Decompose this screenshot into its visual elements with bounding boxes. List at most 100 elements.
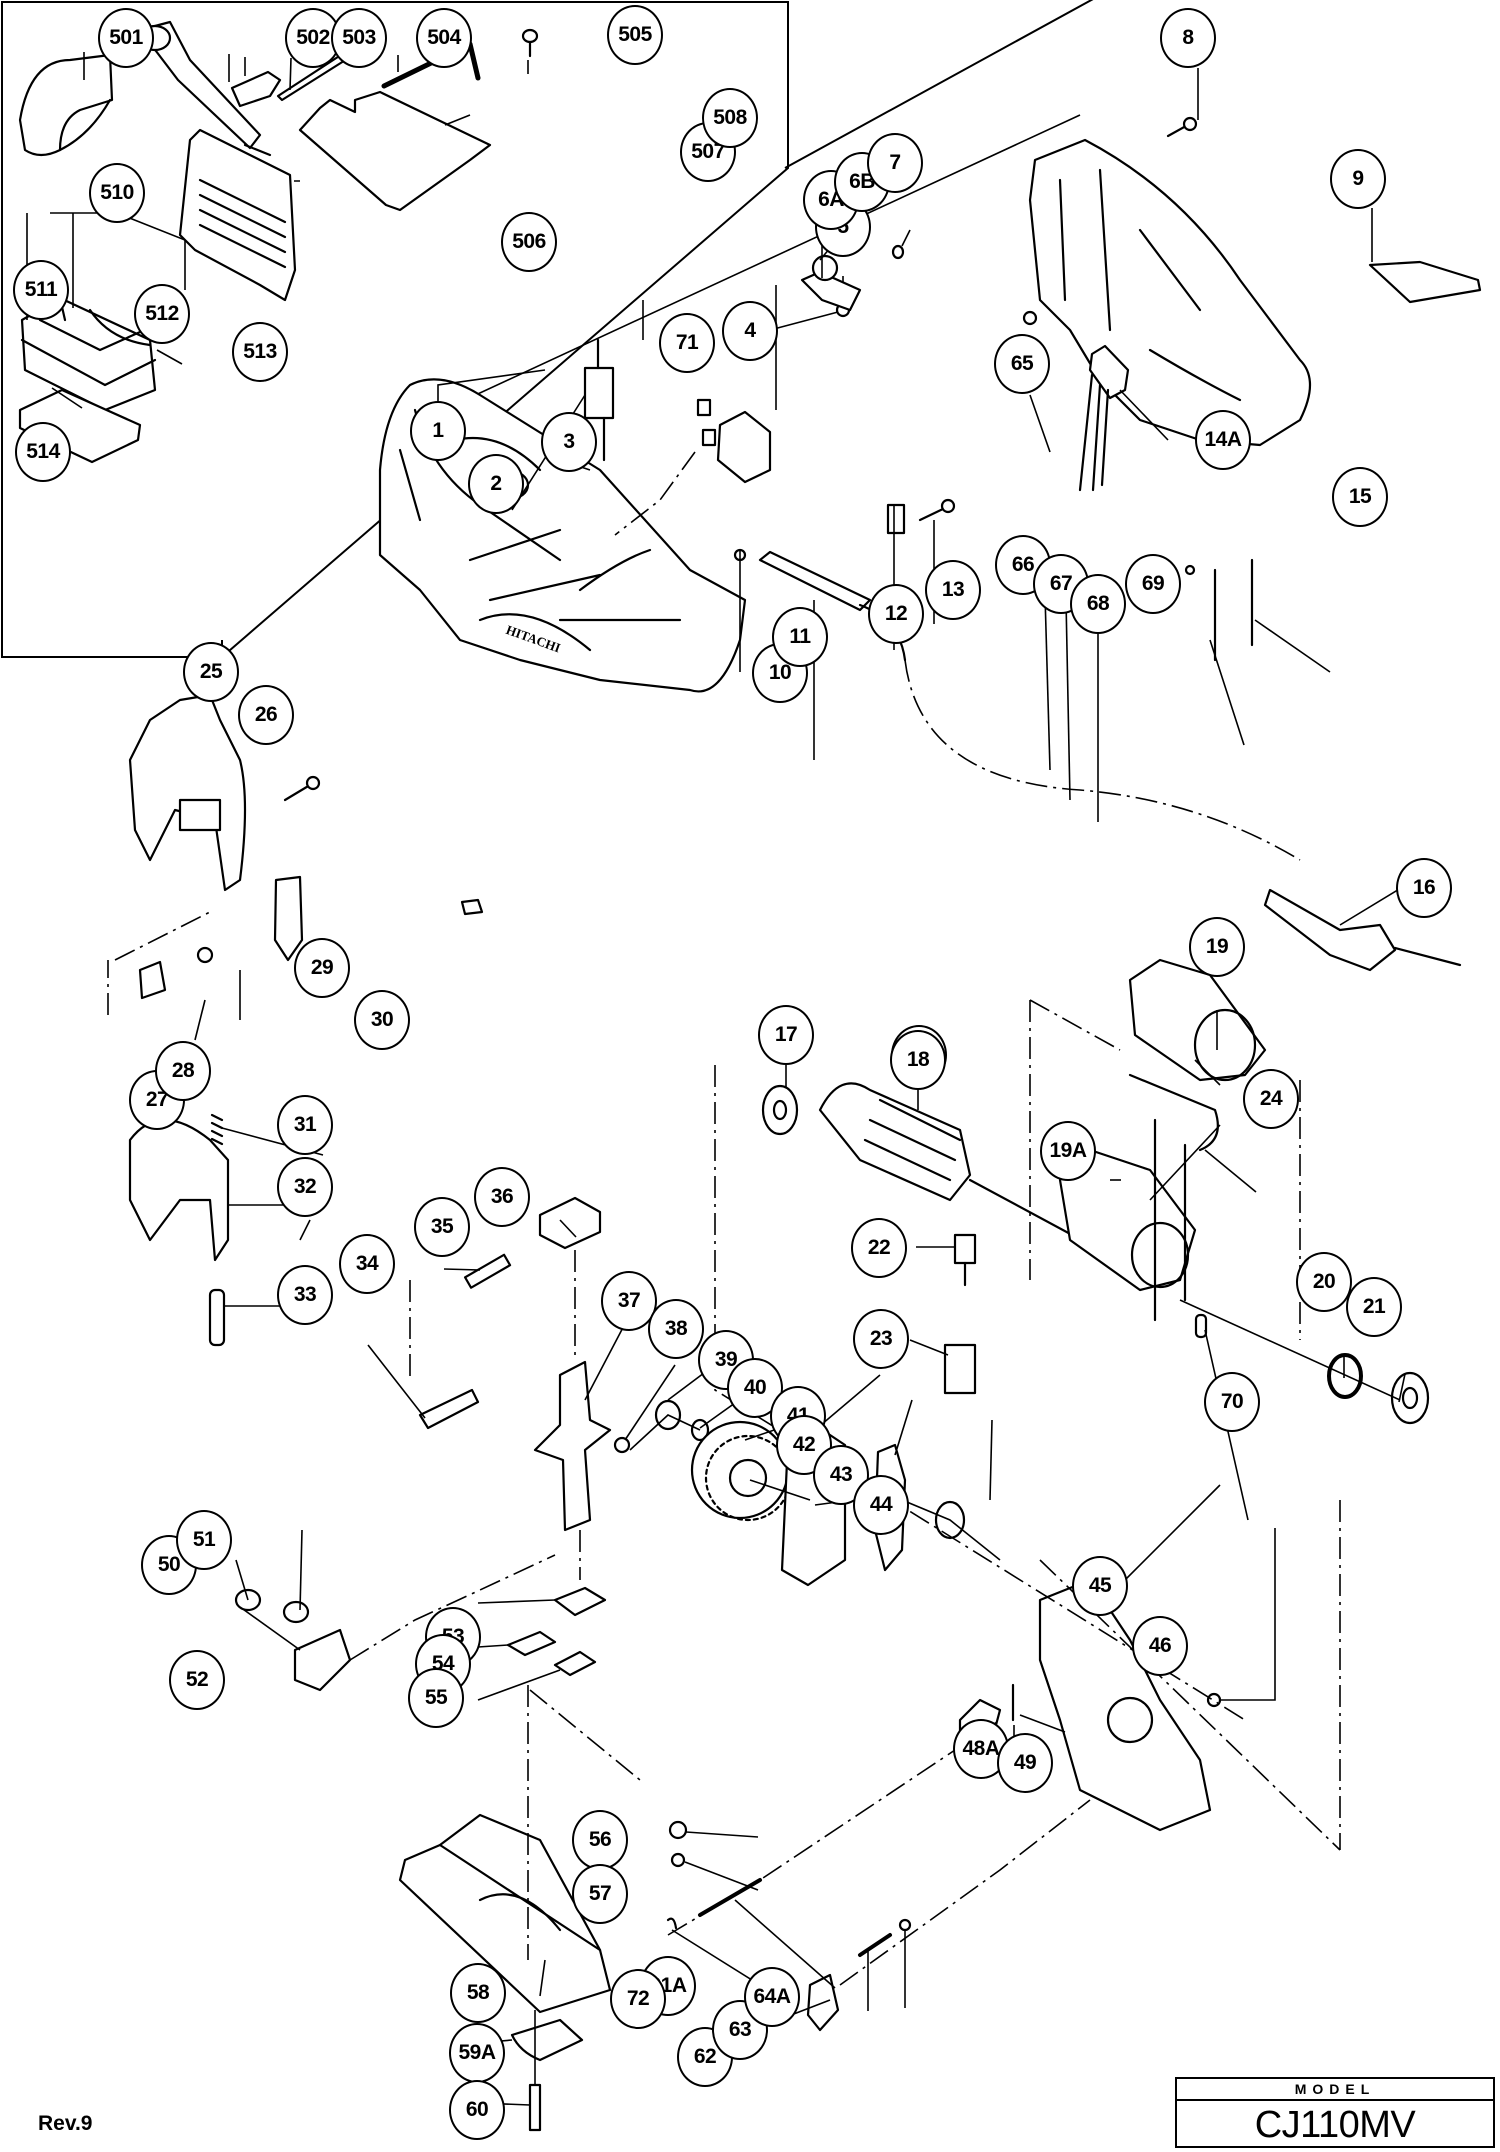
part-4-switch [716, 410, 772, 484]
model-value: CJ110MV [1254, 2104, 1416, 2146]
callout-36: 36 [474, 1167, 530, 1227]
part-57-washer [670, 1852, 686, 1868]
callout-56: 56 [572, 1810, 628, 1870]
part-35-pin [463, 1253, 512, 1289]
part-14A-noise-suppressor [1078, 344, 1130, 492]
callout-513: 513 [232, 322, 288, 382]
callout-59A: 59A [449, 2023, 505, 2083]
part-71-holder [696, 398, 717, 447]
callout-7: 7 [867, 133, 923, 193]
part-rear-housing [1028, 138, 1311, 447]
callout-70: 70 [1204, 1372, 1260, 1432]
part-507-cover-plate [298, 90, 492, 212]
callout-501: 501 [98, 8, 154, 68]
callout-68: 68 [1070, 574, 1126, 634]
callout-65: 65 [994, 334, 1050, 394]
part-17-ball-bearing [761, 1084, 799, 1136]
part-51-screw [282, 1600, 310, 1624]
part-19A-stator-assembly [1058, 1118, 1197, 1322]
callout-31: 31 [277, 1095, 333, 1155]
part-64A-steel-ball [898, 1918, 912, 1932]
part-26-screw [283, 775, 321, 802]
callout-19: 19 [1189, 917, 1245, 977]
part-33-pin [208, 1288, 226, 1347]
callout-16: 16 [1396, 858, 1452, 918]
callout-55: 55 [408, 1668, 464, 1728]
part-514-insert [18, 388, 142, 464]
part-65-screw [1022, 310, 1038, 326]
model-box: MODEL CJ110MV [1175, 2077, 1495, 2148]
callout-51: 51 [176, 1510, 232, 1570]
callout-21: 21 [1346, 1277, 1402, 1337]
part-501-dust-cover [18, 53, 114, 157]
callout-11: 11 [772, 607, 828, 667]
callout-15: 15 [1332, 467, 1388, 527]
part-58-base [398, 1813, 612, 2014]
callout-1: 1 [410, 401, 466, 461]
callout-45: 45 [1072, 1556, 1128, 1616]
callout-58: 58 [450, 1963, 506, 2023]
part-41-gear [690, 1420, 792, 1522]
part-70-connector [1194, 1313, 1208, 1339]
part-56-screw [668, 1820, 688, 1840]
callout-19A: 19A [1040, 1121, 1096, 1181]
part-22-carbon-brush [953, 1233, 977, 1287]
cord-path [904, 659, 1301, 861]
callout-514: 514 [15, 422, 71, 482]
callout-506: 506 [501, 212, 557, 272]
callout-9: 9 [1330, 149, 1386, 209]
callout-57: 57 [572, 1864, 628, 1924]
part-44-washer [934, 1500, 966, 1540]
callout-17: 17 [758, 1005, 814, 1065]
callout-23: 23 [853, 1309, 909, 1369]
part-6A-dial [800, 254, 862, 312]
callout-29: 29 [294, 938, 350, 998]
part-7-o-ring [891, 244, 905, 260]
part-55-guide [553, 1650, 597, 1677]
callout-60: 60 [449, 2080, 505, 2140]
callout-18: 18 [890, 1030, 946, 1090]
part-24-brush-terminal [1128, 1073, 1219, 1152]
part-19-stator [1128, 958, 1267, 1082]
callout-52: 52 [169, 1650, 225, 1710]
part-508-screw [521, 28, 539, 58]
callout-3: 3 [541, 412, 597, 472]
part-37-plunger [533, 1360, 612, 1532]
model-label: MODEL [1177, 2079, 1493, 2101]
callout-69: 69 [1125, 554, 1181, 614]
callout-508: 508 [702, 88, 758, 148]
part-32-lever [128, 1119, 230, 1262]
callout-72: 72 [610, 1969, 666, 2029]
callout-26: 26 [238, 685, 294, 745]
callout-25: 25 [183, 642, 239, 702]
callout-30: 30 [354, 990, 410, 1050]
part-23-brush-holder [943, 1343, 977, 1395]
part-38-retaining-ring [613, 1436, 631, 1454]
part-53-guide [553, 1586, 607, 1617]
callout-504: 504 [416, 8, 472, 68]
callout-34: 34 [339, 1234, 395, 1294]
part-72-retaining-ring [666, 1917, 678, 1930]
part-59A-clamp [510, 2018, 584, 2062]
part-60-screw [528, 2083, 542, 2132]
callout-505: 505 [607, 5, 663, 65]
part-34-blade-holder [418, 1388, 480, 1430]
part-36-guide [538, 1196, 602, 1250]
part-28-screw [196, 946, 214, 964]
callout-12: 12 [868, 584, 924, 644]
callout-28: 28 [155, 1041, 211, 1101]
part-25-blade-holder-cover [128, 693, 247, 892]
callout-511: 511 [13, 260, 69, 320]
callout-43: 43 [813, 1445, 869, 1505]
part-16-cord [1263, 888, 1462, 972]
part-52-holder [293, 1628, 352, 1692]
callout-46: 46 [1132, 1616, 1188, 1676]
part-13-screw [918, 498, 956, 522]
callout-71: 71 [659, 313, 715, 373]
part-9-name-plate [1368, 260, 1482, 304]
callout-35: 35 [414, 1197, 470, 1257]
section-divider-upper [399, 114, 1081, 431]
part-3-controller [583, 338, 615, 462]
part-8-screw [1166, 116, 1198, 138]
